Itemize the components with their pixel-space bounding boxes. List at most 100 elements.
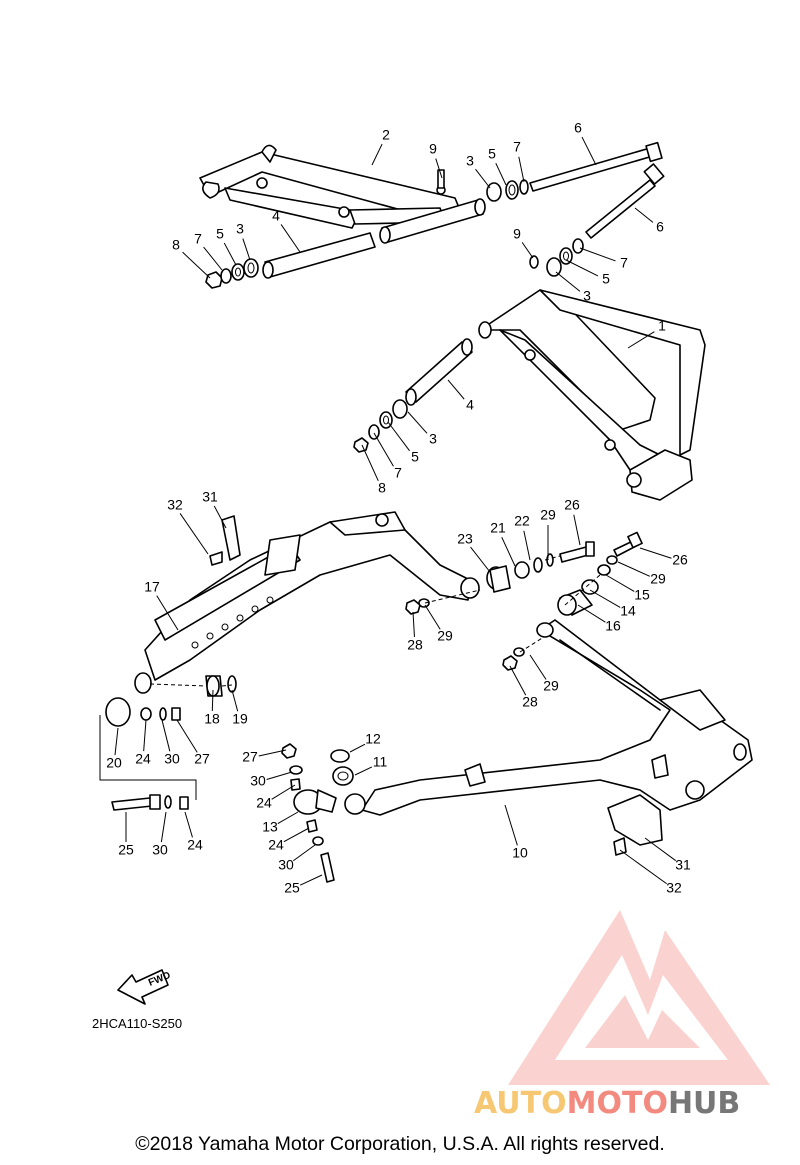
callout-c3d: 3 bbox=[429, 431, 437, 447]
leader-line-c22a bbox=[523, 530, 531, 561]
leader-line-c1a bbox=[627, 331, 655, 349]
callout-c31a: 31 bbox=[202, 489, 218, 505]
callout-c6b: 6 bbox=[656, 219, 664, 235]
drawing-code: 2HCA110-S250 bbox=[92, 1016, 182, 1031]
callout-c4a: 4 bbox=[272, 208, 280, 224]
leader-line-c28b bbox=[509, 665, 527, 696]
callout-c29a: 29 bbox=[540, 507, 556, 523]
callout-c3b: 3 bbox=[236, 221, 244, 237]
logo-hub: HUB bbox=[668, 1086, 740, 1121]
leader-line-c20a bbox=[114, 727, 119, 756]
callout-c8b: 8 bbox=[378, 480, 386, 496]
callout-c9a: 9 bbox=[429, 141, 437, 157]
leader-line-c30b bbox=[266, 771, 293, 780]
callout-c24d: 24 bbox=[187, 837, 203, 853]
long-bolts-6 bbox=[529, 141, 665, 239]
leader-line-c9a bbox=[435, 158, 443, 179]
callout-c12a: 12 bbox=[365, 731, 381, 747]
washers-top-left bbox=[205, 258, 259, 289]
copyright-text: ©2018 Yamaha Motor Corporation, U.S.A. A… bbox=[135, 1133, 665, 1155]
callout-c30d: 30 bbox=[152, 842, 168, 858]
leader-line-c5a bbox=[495, 162, 507, 186]
washers-top-right bbox=[486, 179, 529, 202]
leader-line-c17a bbox=[156, 595, 179, 631]
guard-plate-31-left bbox=[209, 515, 241, 566]
leader-line-c11a bbox=[354, 766, 373, 776]
nut-washer-mid bbox=[405, 598, 525, 671]
leader-line-c5d bbox=[387, 421, 411, 452]
leader-line-c8b bbox=[361, 444, 379, 482]
callout-c24b: 24 bbox=[256, 795, 272, 811]
leader-line-c29d bbox=[529, 654, 547, 680]
leader-line-c24b bbox=[271, 784, 296, 800]
callout-c7d: 7 bbox=[394, 465, 402, 481]
leader-line-c3a bbox=[475, 168, 491, 189]
assembly-lines bbox=[99, 555, 601, 800]
callout-c30a: 30 bbox=[164, 751, 180, 767]
callout-c18a: 18 bbox=[204, 711, 220, 727]
callout-c15a: 15 bbox=[634, 587, 650, 603]
callout-c5a: 5 bbox=[488, 146, 496, 162]
callout-c27b: 27 bbox=[242, 749, 258, 765]
upper-arm-2 bbox=[199, 144, 463, 229]
leader-line-c3b bbox=[242, 238, 251, 261]
leader-line-c5c bbox=[565, 259, 599, 277]
callout-c20a: 20 bbox=[106, 755, 122, 771]
callout-c29c: 29 bbox=[437, 628, 453, 644]
leader-line-c24d bbox=[184, 811, 193, 838]
leader-line-c3c bbox=[555, 271, 581, 292]
leader-line-c30c bbox=[292, 844, 316, 862]
callout-c21a: 21 bbox=[490, 520, 506, 536]
callout-c4b: 4 bbox=[466, 397, 474, 413]
leader-line-c32a bbox=[179, 513, 209, 555]
callout-c28a: 28 bbox=[407, 637, 423, 653]
leader-line-c7d bbox=[373, 432, 394, 467]
trailing-arm-17 bbox=[134, 511, 480, 694]
leader-line-c27b bbox=[258, 749, 287, 757]
leader-line-c12a bbox=[349, 743, 366, 753]
leader-line-c4b bbox=[447, 379, 465, 400]
leader-line-c24a bbox=[143, 719, 147, 752]
leader-line-c32b bbox=[619, 849, 667, 885]
watermark-logo-text: AUTOMOTOHUB bbox=[474, 1086, 740, 1121]
callout-c30c: 30 bbox=[278, 857, 294, 873]
leader-line-c21a bbox=[501, 536, 516, 567]
bushing-set-left bbox=[105, 675, 237, 811]
callout-c32a: 32 bbox=[167, 497, 183, 513]
leader-line-c13a bbox=[277, 811, 299, 824]
leader-line-c6a bbox=[581, 136, 597, 166]
leader-line-c16a bbox=[577, 604, 606, 623]
leader-line-c15a bbox=[605, 574, 635, 592]
pivot-tube-4-top bbox=[262, 198, 486, 279]
pivot-tube-4-lower bbox=[405, 338, 473, 406]
watermark-logo-mark bbox=[508, 910, 770, 1085]
leader-line-c10a bbox=[504, 804, 518, 846]
leader-line-c31a bbox=[213, 505, 227, 529]
callout-c14a: 14 bbox=[620, 603, 636, 619]
lower-arm-1 bbox=[478, 289, 706, 501]
callout-c2a: 2 bbox=[382, 127, 390, 143]
callout-c17a: 17 bbox=[144, 579, 160, 595]
leader-line-c19a bbox=[231, 689, 239, 712]
callout-c19a: 19 bbox=[232, 711, 248, 727]
forward-arrow-icon: FWD bbox=[117, 969, 172, 1005]
leader-line-c5b bbox=[223, 242, 237, 266]
callout-c3c: 3 bbox=[583, 288, 591, 304]
washers-lower bbox=[353, 399, 408, 453]
callout-c29d: 29 bbox=[543, 678, 559, 694]
leader-line-c7b bbox=[203, 246, 223, 271]
callout-c5d: 5 bbox=[411, 449, 419, 465]
leader-line-c4a bbox=[280, 224, 301, 253]
callout-c7a: 7 bbox=[513, 139, 521, 155]
callout-c23a: 23 bbox=[457, 531, 473, 547]
leader-line-c25a bbox=[299, 874, 323, 886]
leader-line-c8a bbox=[182, 251, 211, 279]
leader-line-c24c bbox=[283, 827, 310, 843]
callout-c1a: 1 bbox=[658, 318, 666, 334]
callout-c28b: 28 bbox=[522, 694, 538, 710]
callout-c30b: 30 bbox=[250, 773, 266, 789]
callout-c25b: 25 bbox=[118, 842, 134, 858]
leader-line-c7c bbox=[579, 247, 616, 262]
